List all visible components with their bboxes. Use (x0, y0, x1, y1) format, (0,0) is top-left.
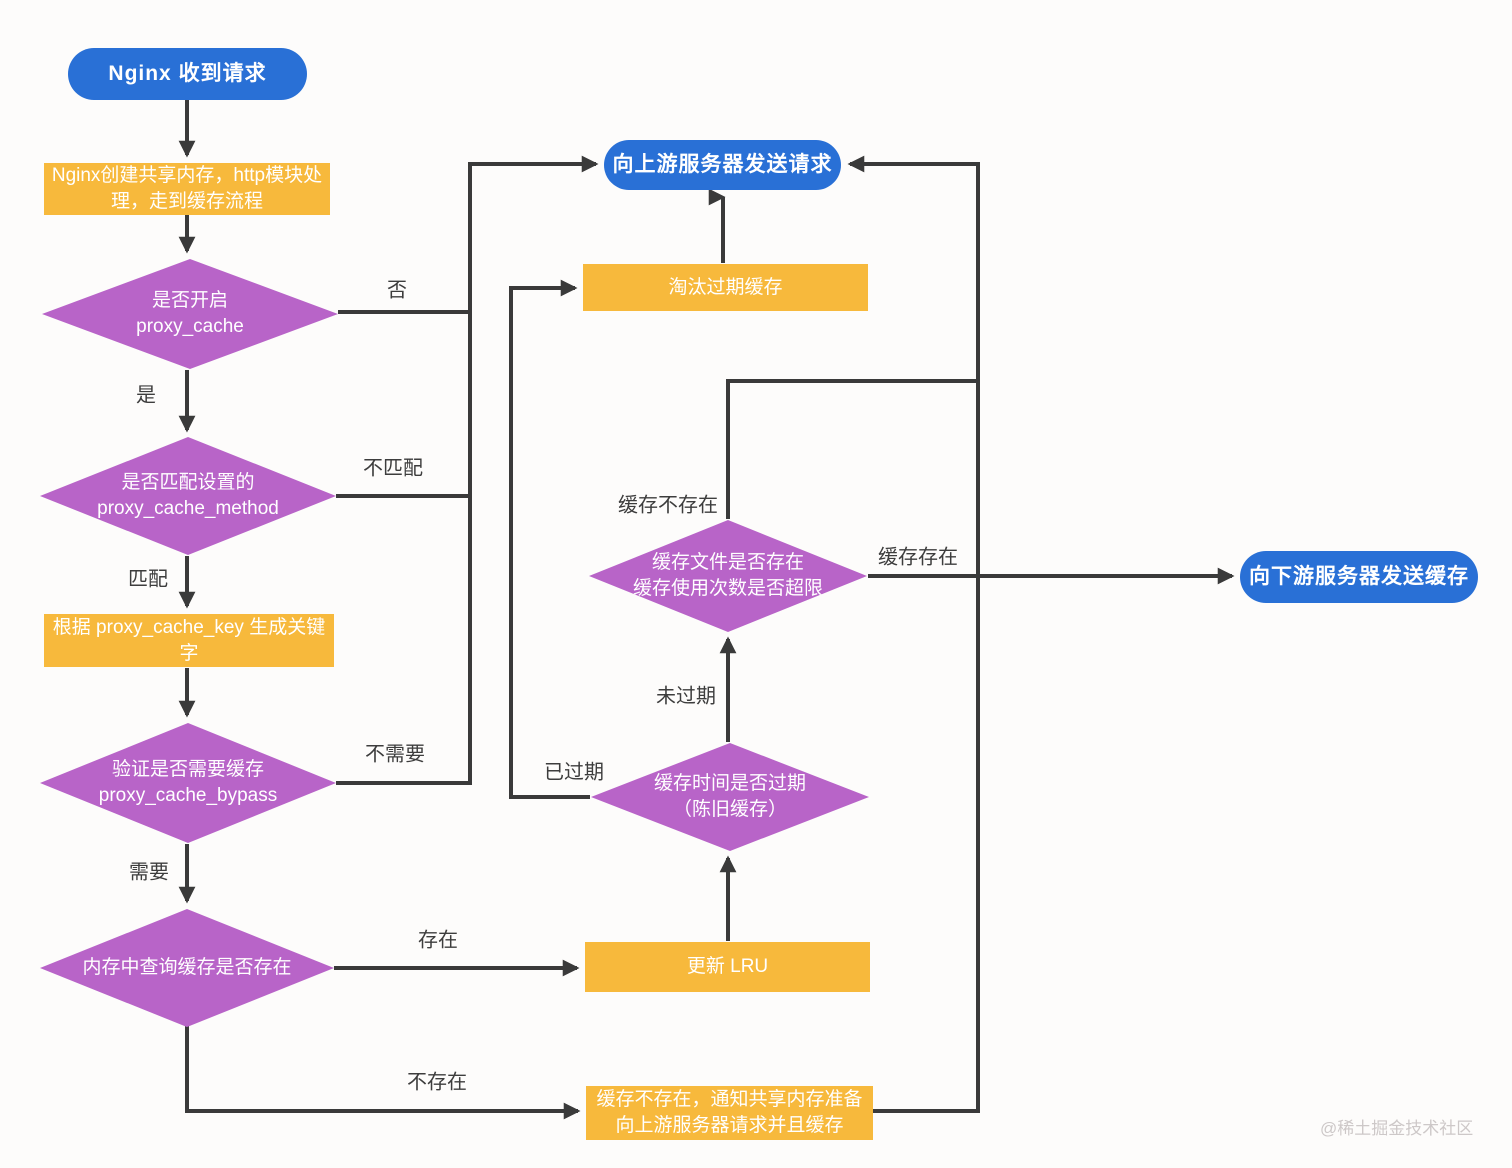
connector-merge-to-upstream (468, 155, 599, 785)
edge-label-no: 否 (387, 279, 407, 302)
connector-d4-notexists (185, 1026, 581, 1120)
edge-label-yes: 是 (136, 384, 156, 407)
edge-label-no-need: 不需要 (365, 743, 425, 766)
connector-notify-to-upstream (847, 155, 980, 1113)
node-cache-missing-notify-shared-memory: 缓存不存在，通知共享内存准备向上游服务器请求并且缓存 (586, 1086, 873, 1140)
connector-d6-expired-to-evict (509, 279, 590, 799)
watermark: @稀土掘金技术社区 (1320, 1119, 1474, 1138)
node-send-request-upstream: 向上游服务器发送请求 (604, 140, 841, 190)
edge-label-expired: 已过期 (544, 761, 604, 784)
edge-label-exists: 存在 (418, 929, 458, 952)
node-generate-proxy-cache-key: 根据 proxy_cache_key 生成关键字 (44, 614, 334, 667)
node-update-lru: 更新 LRU (585, 942, 870, 992)
node-evict-expired-cache: 淘汰过期缓存 (583, 264, 868, 311)
node-send-cache-downstream: 向下游服务器发送缓存 (1240, 551, 1478, 603)
edge-label-cache-exists: 缓存存在 (878, 546, 958, 569)
edge-label-need: 需要 (129, 861, 169, 884)
node-nginx-receive-request: Nginx 收到请求 (68, 48, 307, 100)
edge-label-not-match: 不匹配 (363, 457, 423, 480)
edge-label-match: 匹配 (128, 568, 168, 591)
edge-label-not-expired: 未过期 (656, 685, 716, 708)
node-create-shared-memory: Nginx创建共享内存，http模块处理，走到缓存流程 (44, 163, 330, 215)
edge-label-not-exists: 不存在 (407, 1071, 467, 1094)
edge-label-cache-not-exists: 缓存不存在 (618, 494, 718, 517)
connector-d5-cachemissing (726, 379, 978, 519)
